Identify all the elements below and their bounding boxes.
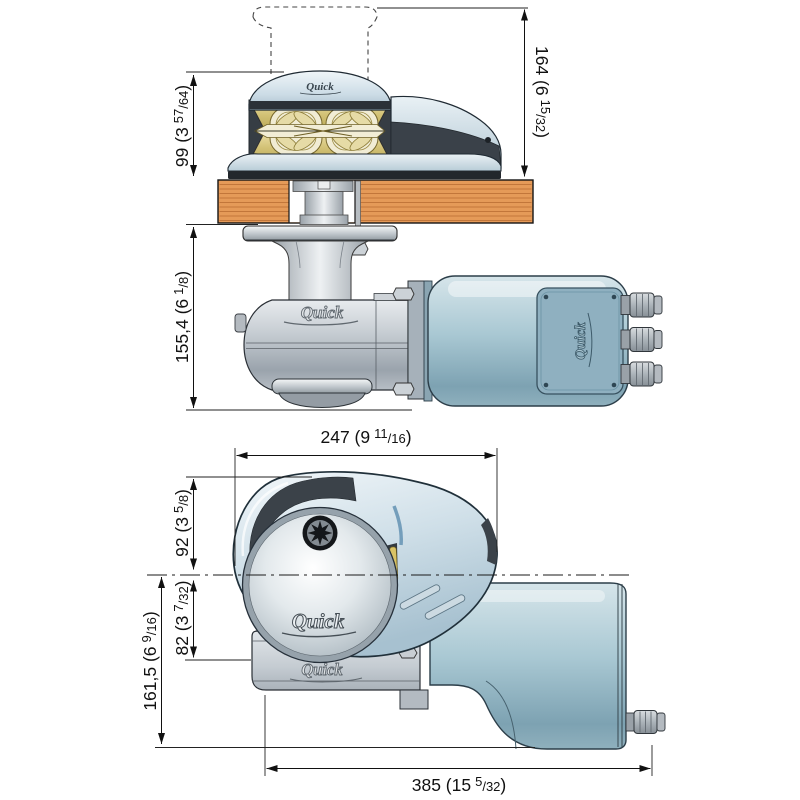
gearbox-seams — [246, 300, 408, 390]
dim-label-82: 82 (37/32) — [171, 580, 192, 655]
housing-blue-rim — [392, 505, 403, 546]
panel-screw — [611, 382, 617, 388]
brand-logo-dome-top: Quick — [299, 81, 342, 95]
below-deck-unit: Quick — [234, 225, 429, 409]
housing-highlight — [241, 481, 289, 557]
optional-drum-dashed-outline — [252, 6, 378, 85]
drum-top-dashed — [252, 6, 378, 18]
side-housing: Quick — [232, 470, 498, 664]
dim-label-164: 164 (615/32) — [532, 46, 553, 138]
vent-slot-2 — [424, 594, 466, 620]
base-plate — [227, 153, 502, 172]
side-view: Quick Quick — [139, 426, 666, 795]
vent-slot-1 — [399, 584, 441, 610]
panel-screw — [543, 294, 549, 300]
control-panel-inner — [540, 291, 620, 391]
motor-end-cap — [617, 584, 623, 747]
brand-logo-underline — [299, 91, 342, 95]
side-motor — [429, 582, 666, 750]
windlass-head: Quick — [248, 70, 502, 169]
base-gasket — [228, 171, 501, 179]
panel-screw — [611, 294, 617, 300]
stud-nut-top — [392, 287, 415, 301]
gearbox-bottom-cap — [278, 392, 366, 409]
brand-logo-underline — [283, 320, 359, 326]
dim-label-155: 155,4 (61/8) — [171, 271, 192, 363]
cable-gland-side — [625, 710, 666, 734]
brand-logo-text: Quick — [301, 660, 343, 679]
deck-shaft — [292, 180, 361, 243]
brand-logo-text: Quick — [292, 609, 345, 633]
column-fins — [295, 240, 345, 269]
front-view-dimensions: 164 (615/32) 99 (357/64) 155,4 (61/8) — [171, 7, 553, 411]
dim-label-99: 99 (357/64) — [171, 85, 192, 167]
brand-logo-dome-side: Quick — [281, 609, 357, 638]
side-motor-body — [429, 582, 627, 750]
gearbox-boss — [234, 313, 247, 333]
housing-dark-right — [481, 518, 498, 565]
motor-foot-seam — [485, 680, 517, 750]
cable-gland-2 — [620, 327, 663, 352]
brand-logo-text: Quick — [573, 322, 589, 360]
brand-logo-text: Quick — [301, 303, 344, 322]
wood-grain — [219, 184, 532, 221]
shaft-collar — [299, 214, 349, 225]
side-gearbox-step — [399, 689, 429, 710]
motor-assembly: Quick — [423, 275, 663, 407]
torx-star-icon — [307, 520, 333, 546]
cable-gland-1 — [620, 292, 663, 318]
brand-logo-gearbox-side: Quick — [289, 660, 363, 683]
gearbox-bottom-band — [271, 378, 373, 395]
main-shaft — [304, 191, 344, 216]
dim-label-161: 161,5 (69/16) — [139, 611, 160, 710]
brand-logo-underline — [281, 631, 357, 638]
dome-face — [248, 513, 392, 657]
dome-seal-band — [249, 101, 391, 109]
dim-label-92: 92 (35/8) — [171, 489, 192, 557]
brand-logo-text: Quick — [306, 81, 334, 93]
drum-right-dashed — [367, 16, 378, 85]
deck-plank — [217, 179, 534, 224]
front-view: Quick — [171, 6, 663, 411]
cover-screw — [485, 137, 491, 143]
brand-logo-underline — [587, 312, 593, 368]
shaft-key — [317, 180, 331, 190]
drum-left-dashed — [252, 16, 272, 76]
cable-gland-3 — [620, 361, 663, 387]
shaft-column — [271, 240, 369, 301]
brand-logo-gearbox-front: Quick — [283, 303, 359, 326]
brand-logo-panel: Quick — [573, 312, 593, 368]
chain-cross-lines — [293, 125, 353, 137]
motor-sheen — [455, 590, 605, 602]
panel-screw — [543, 382, 549, 388]
stud-nut-bottom — [392, 382, 415, 396]
brand-logo-underline — [289, 677, 363, 683]
mounting-flange — [242, 225, 398, 242]
